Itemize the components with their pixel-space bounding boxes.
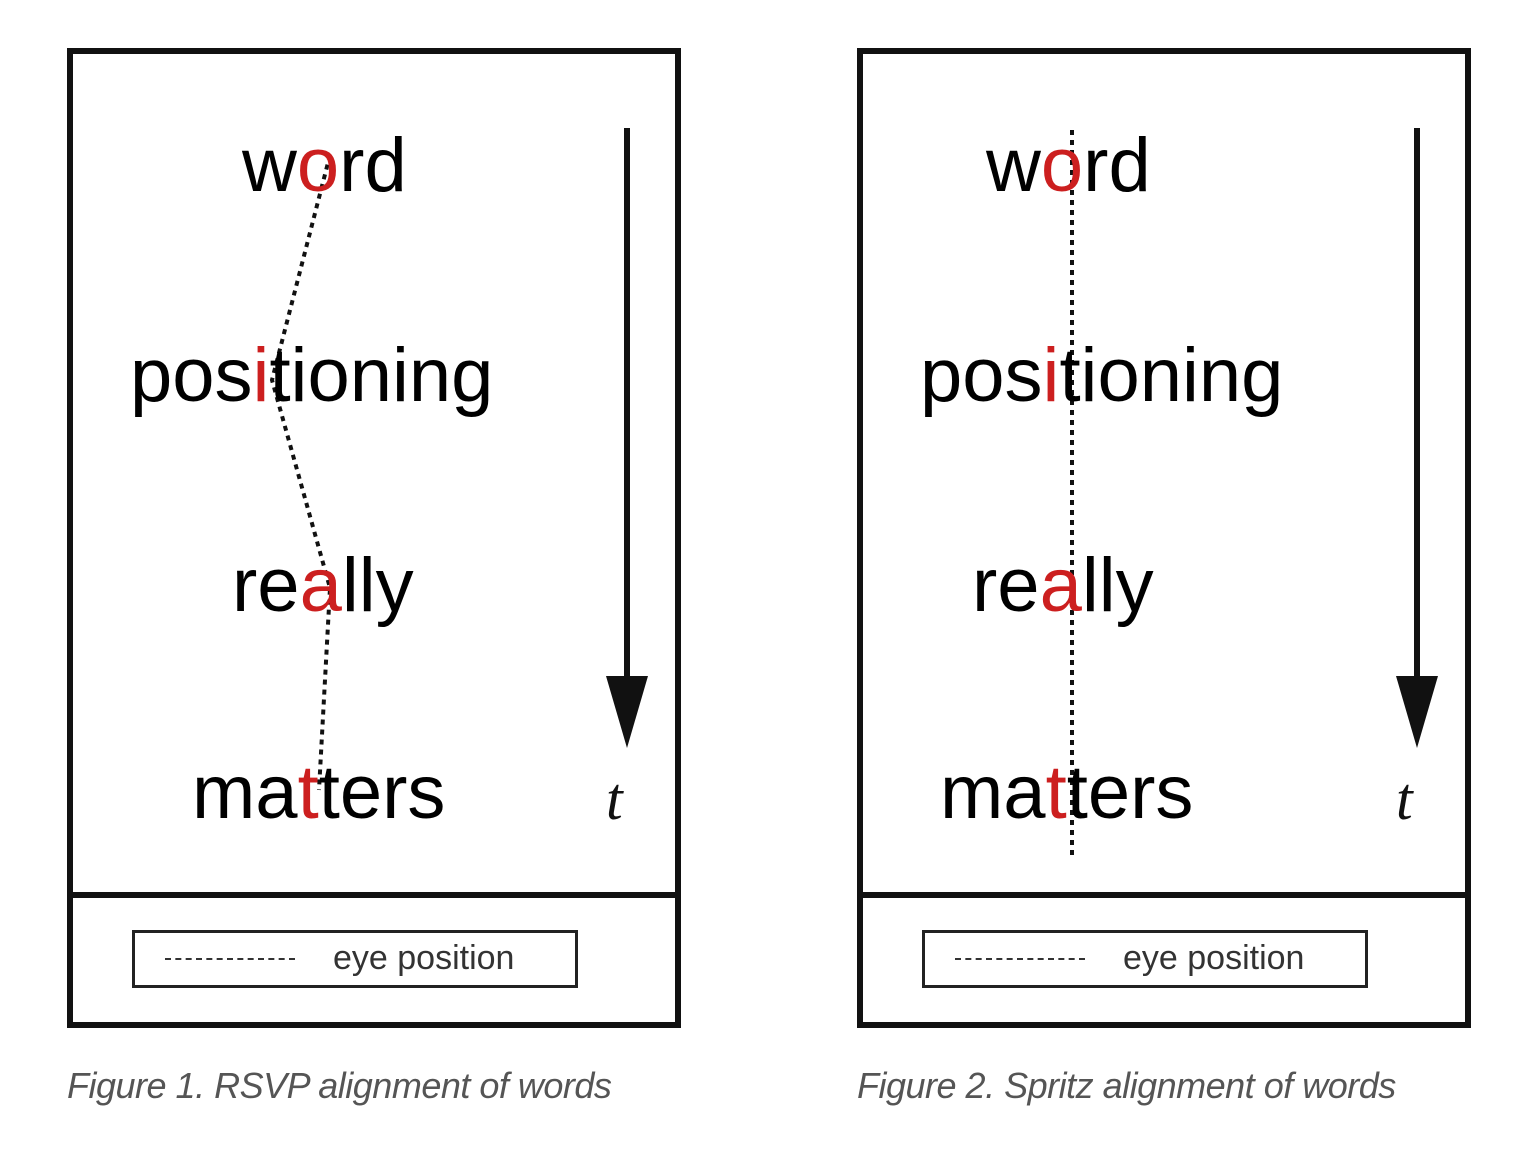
word-1-pre: w <box>242 123 297 208</box>
word-4-post: ters <box>318 750 446 835</box>
legend-divider <box>67 892 681 898</box>
legend-dashed-line-icon <box>165 958 295 960</box>
word-2-focus-letter: i <box>1042 333 1060 418</box>
word-4: matters <box>940 755 1193 831</box>
time-label: t <box>1396 766 1413 832</box>
word-4-post: ters <box>1066 750 1194 835</box>
legend: eye position <box>132 930 578 988</box>
word-3: really <box>232 548 414 624</box>
legend-label: eye position <box>1123 939 1305 977</box>
word-1: word <box>242 128 407 204</box>
eye-position-path <box>269 154 333 791</box>
legend-label: eye position <box>333 939 515 977</box>
legend-dashed-line-icon <box>955 958 1085 960</box>
time-arrow-icon <box>606 128 666 768</box>
word-3-pre: re <box>232 543 300 628</box>
word-3-pre: re <box>972 543 1040 628</box>
diagram-frame <box>67 48 681 1028</box>
word-1-post: rd <box>1083 123 1151 208</box>
time-arrow-icon <box>1396 128 1456 768</box>
word-4-pre: ma <box>192 750 298 835</box>
word-3-post: lly <box>1081 543 1154 628</box>
word-4-pre: ma <box>940 750 1046 835</box>
legend: eye position <box>922 930 1368 988</box>
word-1-focus-letter: o <box>296 123 340 208</box>
word-2: positioning <box>130 338 493 414</box>
rsvp-figure: word positioning really matters t eye po… <box>50 0 690 1150</box>
diagram-frame <box>857 48 1471 1028</box>
spritz-figure: word positioning really matters t eye po… <box>840 0 1480 1150</box>
word-1: word <box>986 128 1151 204</box>
word-4-focus-letter: t <box>297 750 319 835</box>
word-3-focus-letter: a <box>299 543 342 628</box>
word-2-post: tioning <box>269 333 494 418</box>
word-3-post: lly <box>341 543 414 628</box>
word-3: really <box>972 548 1154 624</box>
word-2-pre: pos <box>920 333 1043 418</box>
word-2-focus-letter: i <box>252 333 270 418</box>
word-2-pre: pos <box>130 333 253 418</box>
word-4: matters <box>192 755 445 831</box>
word-1-pre: w <box>986 123 1041 208</box>
word-2-post: tioning <box>1059 333 1284 418</box>
word-2: positioning <box>920 338 1283 414</box>
eye-position-path <box>1070 130 1074 858</box>
figure-caption: Figure 2. Spritz alignment of words <box>857 1065 1396 1106</box>
figure-caption: Figure 1. RSVP alignment of words <box>67 1065 612 1106</box>
legend-divider <box>857 892 1471 898</box>
time-label: t <box>606 766 623 832</box>
word-3-focus-letter: a <box>1039 543 1082 628</box>
word-4-focus-letter: t <box>1045 750 1067 835</box>
word-1-post: rd <box>339 123 407 208</box>
word-1-focus-letter: o <box>1040 123 1084 208</box>
